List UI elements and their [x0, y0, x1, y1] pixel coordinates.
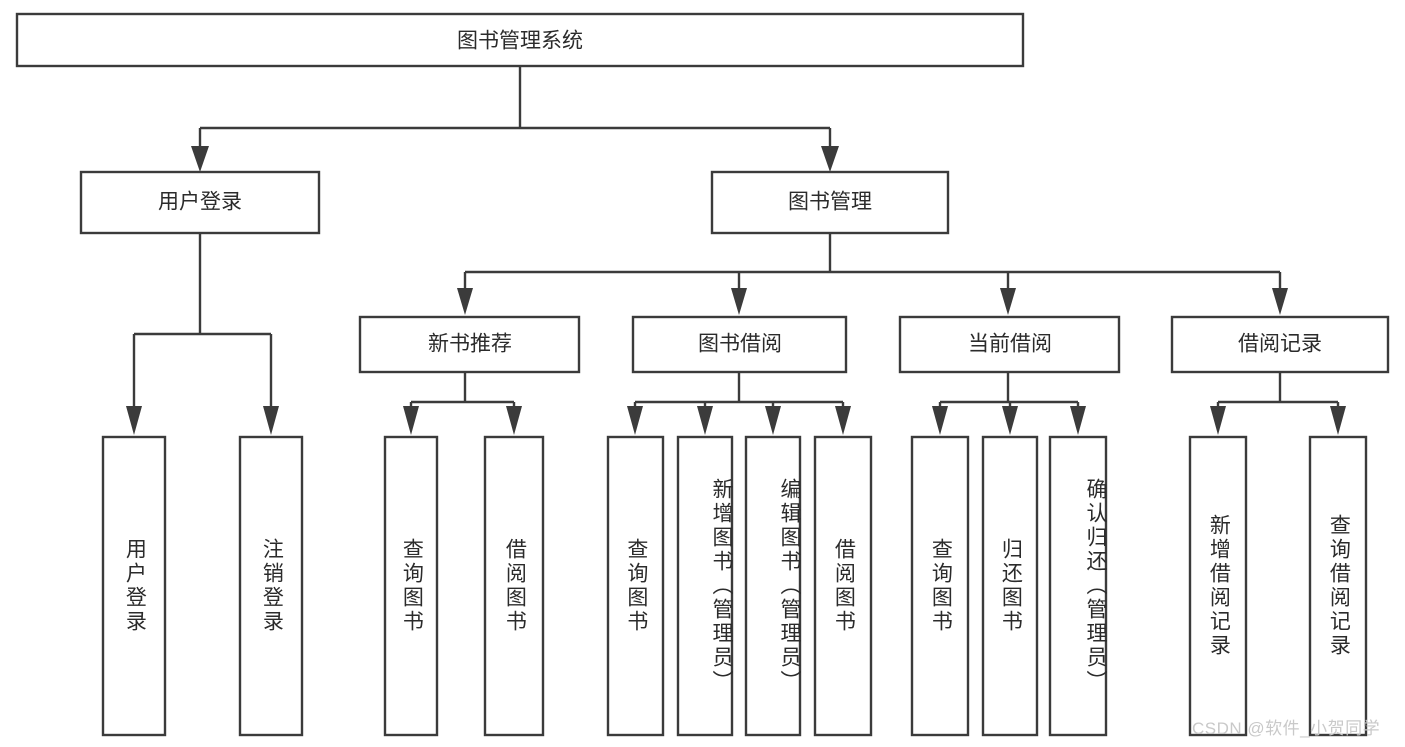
- node-box-root[interactable]: [15, 12, 1025, 68]
- node-box-leaf-br-add-record[interactable]: [1188, 435, 1248, 737]
- node-label-book-borrow: 图书借阅: [698, 333, 782, 356]
- arrow-head-nb-borrow-book: [506, 406, 522, 435]
- node-box-new-book-recommend[interactable]: [358, 315, 581, 374]
- arrow-head-current-borrow: [1000, 288, 1016, 315]
- arrow-head-book-borrow: [731, 288, 747, 315]
- node-box-leaf-bb-borrow-book[interactable]: [813, 435, 873, 737]
- csdn-watermark: CSDN @软件_小贺同学: [1192, 719, 1381, 738]
- arrow-head-cb-query-book: [932, 406, 948, 435]
- connector-group-root: [191, 66, 839, 172]
- node-box-leaf-cb-query-book[interactable]: [910, 435, 970, 737]
- arrow-head-new-book-rec: [457, 288, 473, 315]
- node-box-leaf-bb-query-book[interactable]: [606, 435, 665, 737]
- arrow-head-borrow-record: [1272, 288, 1288, 315]
- node-box-leaf-logout[interactable]: [238, 435, 304, 737]
- node-box-leaf-bb-add-book[interactable]: [676, 435, 734, 737]
- arrow-head-leaf-logout: [263, 406, 279, 435]
- node-box-leaf-nb-borrow-book[interactable]: [483, 435, 545, 737]
- connector-group-borrow-record: [1210, 372, 1346, 435]
- node-box-leaf-nb-query-book[interactable]: [383, 435, 439, 737]
- arrow-head-bb-borrow-book: [835, 406, 851, 435]
- node-box-leaf-bb-edit-book[interactable]: [744, 435, 802, 737]
- node-box-book-management[interactable]: [710, 170, 950, 235]
- connector-group-book-borrow: [627, 372, 851, 435]
- node-box-book-borrow[interactable]: [631, 315, 848, 374]
- node-box-leaf-br-query-record[interactable]: [1308, 435, 1368, 737]
- arrow-head-br-query-record: [1330, 406, 1346, 435]
- node-label-borrow-record: 借阅记录: [1238, 333, 1322, 356]
- arrow-head-cb-return-book: [1002, 406, 1018, 435]
- arrow-head-bb-edit-book: [765, 406, 781, 435]
- connector-group-user-login: [126, 233, 279, 435]
- arrow-head-user-login: [191, 146, 209, 172]
- node-label-book-management: 图书管理: [788, 191, 872, 214]
- connector-group-new-book-rec: [403, 372, 522, 435]
- node-label-user-login: 用户登录: [158, 191, 242, 214]
- connector-group-book-mgmt: [457, 233, 1288, 315]
- node-box-leaf-cb-return-book[interactable]: [981, 435, 1039, 737]
- arrow-head-bb-query-book: [627, 406, 643, 435]
- node-label-current-borrow: 当前借阅: [968, 333, 1052, 356]
- arrow-head-cb-confirm-return: [1070, 406, 1086, 435]
- connector-group-current-borrow: [932, 372, 1086, 435]
- arrow-head-leaf-user-login: [126, 406, 142, 435]
- arrow-head-nb-query-book: [403, 406, 419, 435]
- node-box-current-borrow[interactable]: [898, 315, 1121, 374]
- node-label-root: 图书管理系统: [457, 30, 583, 53]
- node-box-leaf-user-login[interactable]: [101, 435, 167, 737]
- node-box-user-login[interactable]: [79, 170, 321, 235]
- node-label-new-book-recommend: 新书推荐: [428, 333, 512, 356]
- arrow-head-bb-add-book: [697, 406, 713, 435]
- arrow-head-book-mgmt: [821, 146, 839, 172]
- node-box-leaf-cb-confirm-return[interactable]: [1048, 435, 1108, 737]
- arrow-head-br-add-record: [1210, 406, 1226, 435]
- node-box-borrow-record[interactable]: [1170, 315, 1390, 374]
